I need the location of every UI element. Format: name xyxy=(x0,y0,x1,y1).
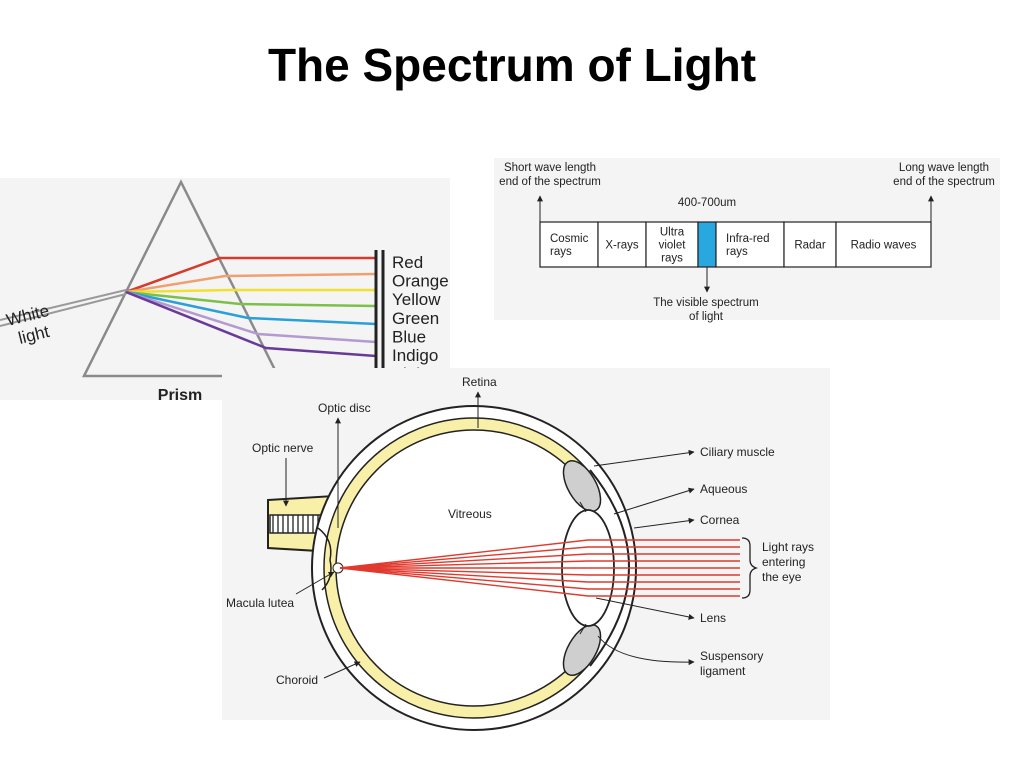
optic-nerve-label: Optic nerve xyxy=(252,441,314,455)
prism-rays xyxy=(125,256,377,358)
macula-leader xyxy=(295,571,335,595)
prism-color-label-indigo: Indigo xyxy=(392,346,438,365)
long-end-label-line2: end of the spectrum xyxy=(893,176,995,188)
spectrum-cell-label-2-2: rays xyxy=(661,253,683,265)
eye-light-ray xyxy=(339,567,740,590)
light-rays-label-line2: entering xyxy=(762,555,805,569)
spectrum-cell-label-2-1: violet xyxy=(659,240,687,252)
eye-light-ray xyxy=(339,567,740,597)
prism-ray-green xyxy=(125,290,377,308)
spectrum-cell-label-0-0: Cosmic xyxy=(550,233,589,245)
white-light-ray-upper xyxy=(0,289,127,321)
ciliary-body-lower xyxy=(562,624,602,676)
spectrum-cell-label-0-1: rays xyxy=(550,246,572,258)
spectrum-cell-2 xyxy=(645,221,699,268)
short-end-label-line2: end of the spectrum xyxy=(499,176,601,188)
ciliary-muscle-label: Ciliary muscle xyxy=(700,445,775,459)
prism-triangle xyxy=(81,179,281,378)
aqueous-label: Aqueous xyxy=(700,482,747,496)
eye-light-ray xyxy=(339,546,740,569)
short-end-label-line1: Short wave length xyxy=(504,162,596,174)
spectrum-cell-label-5-0: Radar xyxy=(794,240,825,252)
prism-ray-violet xyxy=(125,290,377,358)
ciliary-muscle-leader xyxy=(593,449,695,467)
spectrum-cell-label-4-0: Infra-red xyxy=(726,233,769,245)
suspensory-fibers-upper xyxy=(579,501,587,513)
macula-label: Macula lutea xyxy=(226,596,294,610)
eye-diagram: Retina Optic disc Optic nerve Vitreous M… xyxy=(222,368,830,731)
prism-ray-yellow xyxy=(125,288,376,294)
spectrum-cell-label-6-0: Radio waves xyxy=(851,240,917,252)
lens-leader xyxy=(595,597,695,620)
spectrum-cell-label-4-1: rays xyxy=(726,246,748,258)
spectrum-cell-label-2-0: Ultra xyxy=(660,227,685,239)
choroid-leader xyxy=(323,661,361,679)
spectrum-cell-1 xyxy=(597,221,647,268)
spectrum-cell-3 xyxy=(697,221,717,268)
retina-label: Retina xyxy=(462,375,497,389)
visible-range-label: 400-700um xyxy=(678,197,736,209)
prism-ray-red xyxy=(125,256,376,294)
prism-color-label-orange: Orange xyxy=(392,272,449,291)
light-rays-label-line1: Light rays xyxy=(762,540,814,554)
spectrum-cell-6 xyxy=(835,221,932,268)
light-rays-brace xyxy=(741,537,759,599)
light-rays-label-line3: the eye xyxy=(762,570,802,584)
cornea-leader xyxy=(633,517,695,529)
optic-disc-label: Optic disc xyxy=(318,401,371,415)
spectrum-cell-label-1-0: X-rays xyxy=(605,240,638,252)
white-light-ray-lower xyxy=(0,293,127,327)
eye-light-ray xyxy=(339,567,740,576)
cornea-outline xyxy=(589,469,630,667)
eye-light-ray xyxy=(339,553,740,569)
suspensory-leader xyxy=(597,635,695,666)
spectrum-cell-4 xyxy=(715,221,785,268)
prism-label: Prism xyxy=(158,387,202,404)
prism-ray-blue xyxy=(125,290,377,326)
spectrum-diagram: Short wave length end of the spectrum Lo… xyxy=(494,158,1000,323)
visible-spectrum-label-line2: of light xyxy=(689,311,724,323)
ciliary-body-upper xyxy=(562,460,602,512)
suspensory-label-line2: ligament xyxy=(700,664,746,678)
suspensory-fibers-lower xyxy=(579,623,587,635)
prism-color-labels: RedOrangeYellowGreenBlueIndigoViolet xyxy=(392,253,449,384)
long-end-label-line1: Long wave length xyxy=(899,162,989,174)
cornea-label: Cornea xyxy=(700,513,740,527)
eye-light-ray xyxy=(339,560,740,569)
prism-diagram: White light RedOrangeYellowGreenBlueIndi… xyxy=(0,178,450,404)
prism-color-label-red: Red xyxy=(392,253,423,272)
lens-label: Lens xyxy=(700,611,726,625)
slide-title: The Spectrum of Light xyxy=(267,39,757,91)
prism-ray-orange xyxy=(125,272,377,294)
prism-ray-indigo xyxy=(125,290,377,344)
prism-color-label-blue: Blue xyxy=(392,327,426,346)
prism-color-label-green: Green xyxy=(392,309,439,328)
vitreous-label: Vitreous xyxy=(448,507,492,521)
eye-light-rays xyxy=(339,539,740,597)
aqueous-leader xyxy=(613,487,695,515)
visible-spectrum-label-line1: The visible spectrum xyxy=(653,297,758,309)
optic-disc xyxy=(317,527,332,591)
suspensory-label-line1: Suspensory xyxy=(700,649,763,663)
eye-light-ray xyxy=(339,567,740,583)
spectrum-cells: CosmicraysX-raysUltravioletraysInfra-red… xyxy=(539,221,932,268)
prism-color-label-yellow: Yellow xyxy=(392,290,441,309)
choroid-label: Choroid xyxy=(276,673,318,687)
eye-light-ray xyxy=(339,539,740,569)
